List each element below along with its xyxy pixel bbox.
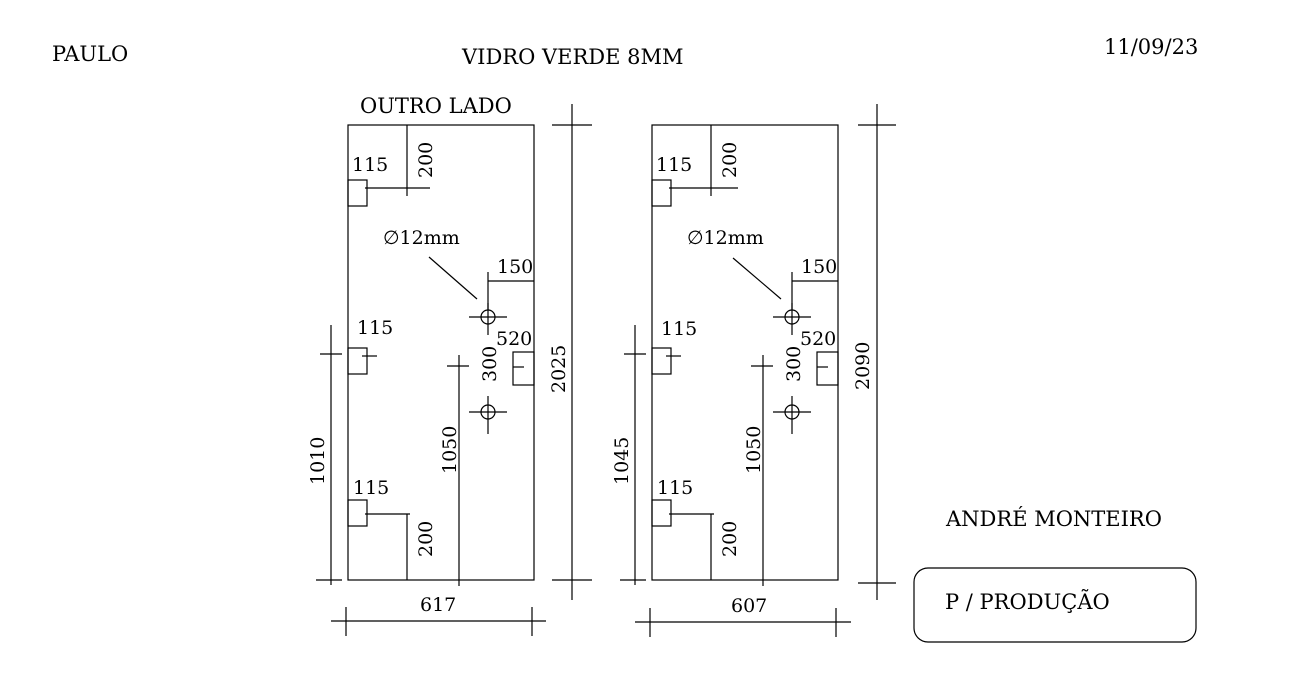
production-stamp-box bbox=[913, 567, 1197, 643]
hinge-notch-bottom bbox=[347, 499, 368, 527]
glass-outline bbox=[347, 124, 535, 581]
panel-side-label: OUTRO LADO bbox=[360, 94, 512, 118]
glass-panel-2: 115 200 115 115 200 ∅12mm 150 300 520 bbox=[611, 104, 896, 637]
top-offset-dim: 200 bbox=[719, 142, 741, 178]
hole-diameter-note: ∅12mm bbox=[383, 227, 460, 249]
hole-edge-dim: 150 bbox=[497, 256, 533, 278]
hinge-height-dim: 1045 bbox=[611, 437, 633, 485]
glass-panel-1: OUTRO LADO 115 200 115 115 200 ∅12mm 150 bbox=[307, 94, 592, 636]
hole-spacing-dim: 300 bbox=[479, 346, 501, 382]
overall-height-dim: 2090 bbox=[852, 342, 874, 390]
drill-hole-lower bbox=[773, 396, 811, 434]
bottom-offset-dim: 200 bbox=[719, 521, 741, 557]
handle-notch bbox=[512, 351, 535, 386]
client-name: PAULO bbox=[52, 42, 128, 66]
hole-diameter-note: ∅12mm bbox=[687, 227, 764, 249]
handle-notch bbox=[816, 351, 839, 386]
overall-width-dim: 617 bbox=[420, 594, 456, 616]
hinge-top-dim: 115 bbox=[656, 154, 692, 176]
hole-height-dim: 1050 bbox=[743, 426, 765, 474]
hinge-top-dim: 115 bbox=[352, 154, 388, 176]
overall-height-dim: 2025 bbox=[548, 345, 570, 393]
hole-edge-dim: 150 bbox=[801, 256, 837, 278]
hinge-height-dim: 1010 bbox=[307, 437, 329, 485]
hinge-notch-top bbox=[651, 179, 672, 207]
designer-name: ANDRÉ MONTEIRO bbox=[945, 507, 1162, 531]
material-title: VIDRO VERDE 8MM bbox=[461, 45, 684, 69]
drill-hole-lower bbox=[469, 396, 507, 434]
bottom-offset-dim: 200 bbox=[415, 521, 437, 557]
handle-dim: 520 bbox=[800, 328, 836, 350]
drill-hole-upper bbox=[469, 303, 507, 335]
drawing-date: 11/09/23 bbox=[1104, 35, 1198, 59]
top-offset-dim: 200 bbox=[415, 142, 437, 178]
hinge-notch-bottom bbox=[651, 499, 672, 527]
glass-outline bbox=[651, 124, 839, 581]
hole-height-dim: 1050 bbox=[439, 426, 461, 474]
hinge-notch-middle bbox=[347, 347, 368, 375]
hinge-middle-dim: 115 bbox=[357, 317, 393, 339]
hinge-bottom-dim: 115 bbox=[657, 477, 693, 499]
hinge-bottom-dim: 115 bbox=[353, 477, 389, 499]
hole-spacing-dim: 300 bbox=[783, 346, 805, 382]
handle-dim: 520 bbox=[496, 328, 532, 350]
hinge-middle-dim: 115 bbox=[661, 318, 697, 340]
drill-hole-upper bbox=[773, 303, 811, 335]
overall-width-dim: 607 bbox=[731, 595, 767, 617]
production-stamp: P / PRODUÇÃO bbox=[945, 590, 1110, 614]
hinge-notch-top bbox=[347, 179, 368, 207]
hinge-notch-middle bbox=[651, 347, 672, 375]
